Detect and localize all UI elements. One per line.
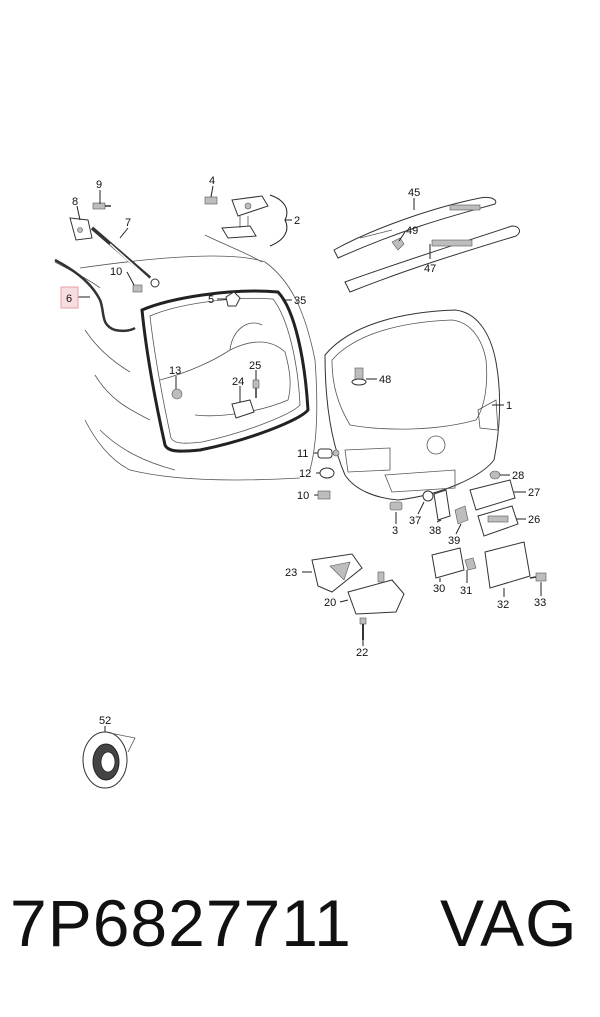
label-39: 39 xyxy=(448,535,460,547)
washer-37 xyxy=(422,490,434,502)
spoiler-45 xyxy=(333,197,497,259)
tailgate-1 xyxy=(324,309,501,501)
stop-3 xyxy=(389,501,403,511)
part-labels: 9 8 7 6 10 4 2 5 35 13 25 24 45 49 47 48… xyxy=(66,175,546,727)
label-1: 1 xyxy=(506,400,512,412)
label-6: 6 xyxy=(66,293,72,305)
label-3: 3 xyxy=(392,525,398,537)
label-23: 23 xyxy=(285,567,297,579)
label-13: 13 xyxy=(169,365,181,377)
screw-22 xyxy=(359,617,367,640)
screw-31 xyxy=(464,557,477,571)
label-7: 7 xyxy=(125,217,131,229)
highlight-box-6 xyxy=(60,286,79,309)
label-32: 32 xyxy=(497,599,509,611)
bolt-25 xyxy=(252,379,260,398)
label-26: 26 xyxy=(528,514,540,526)
bump-stop-48 xyxy=(351,367,367,386)
label-24: 24 xyxy=(232,376,244,388)
clip-13 xyxy=(171,388,183,400)
label-38: 38 xyxy=(429,525,441,537)
screw-9 xyxy=(92,202,111,210)
footer: 7P6827711 VAG xyxy=(0,885,600,995)
leader-lines xyxy=(76,185,542,732)
label-49: 49 xyxy=(406,225,418,237)
label-12: 12 xyxy=(299,468,311,480)
handle-27 xyxy=(469,479,516,511)
grommet-12 xyxy=(319,467,335,479)
label-45: 45 xyxy=(408,187,420,199)
exploded-parts-diagram: 9 8 7 6 10 4 2 5 35 13 25 24 45 49 47 48… xyxy=(54,175,547,789)
label-9: 9 xyxy=(96,179,102,191)
lock-20 xyxy=(347,579,405,615)
nut-49 xyxy=(391,237,405,251)
label-20: 20 xyxy=(324,597,336,609)
hinge-assembly-2 xyxy=(204,195,269,239)
label-37: 37 xyxy=(409,515,421,527)
part-number: 7P6827711 xyxy=(10,886,352,960)
bolt-39 xyxy=(454,505,469,525)
label-48: 48 xyxy=(379,374,391,386)
label-4: 4 xyxy=(209,175,215,187)
label-52: 52 xyxy=(99,715,111,727)
screw-10-lower xyxy=(317,490,331,500)
label-22: 22 xyxy=(356,647,368,659)
label-30: 30 xyxy=(433,583,445,595)
label-25: 25 xyxy=(249,360,261,372)
gas-strut-7 xyxy=(90,226,160,288)
nut-5 xyxy=(225,291,241,307)
label-5: 5 xyxy=(208,294,214,306)
bracket-38 xyxy=(433,489,451,521)
label-8: 8 xyxy=(72,196,78,208)
buffer-11 xyxy=(317,448,340,459)
tape-roll-52 xyxy=(82,731,136,789)
car-body-outline xyxy=(54,234,318,481)
screw-10-upper xyxy=(132,284,143,293)
plate-30 xyxy=(431,547,465,579)
bracket-32 xyxy=(484,541,531,589)
label-10-lower: 10 xyxy=(297,490,309,502)
label-47: 47 xyxy=(424,263,436,275)
cable-6 xyxy=(54,258,136,333)
label-33: 33 xyxy=(534,597,546,609)
label-28: 28 xyxy=(512,470,524,482)
label-11: 11 xyxy=(297,448,308,460)
bracket-24 xyxy=(231,399,255,419)
brand-name: VAG xyxy=(440,886,578,960)
label-35: 35 xyxy=(294,295,306,307)
bolt-33 xyxy=(529,572,547,582)
label-27: 27 xyxy=(528,487,540,499)
window-seal-35 xyxy=(140,289,310,453)
spoiler-47 xyxy=(344,225,520,293)
label-10-upper: 10 xyxy=(110,266,122,278)
label-2: 2 xyxy=(294,215,300,227)
label-31: 31 xyxy=(460,585,472,597)
nut-28 xyxy=(489,470,501,480)
